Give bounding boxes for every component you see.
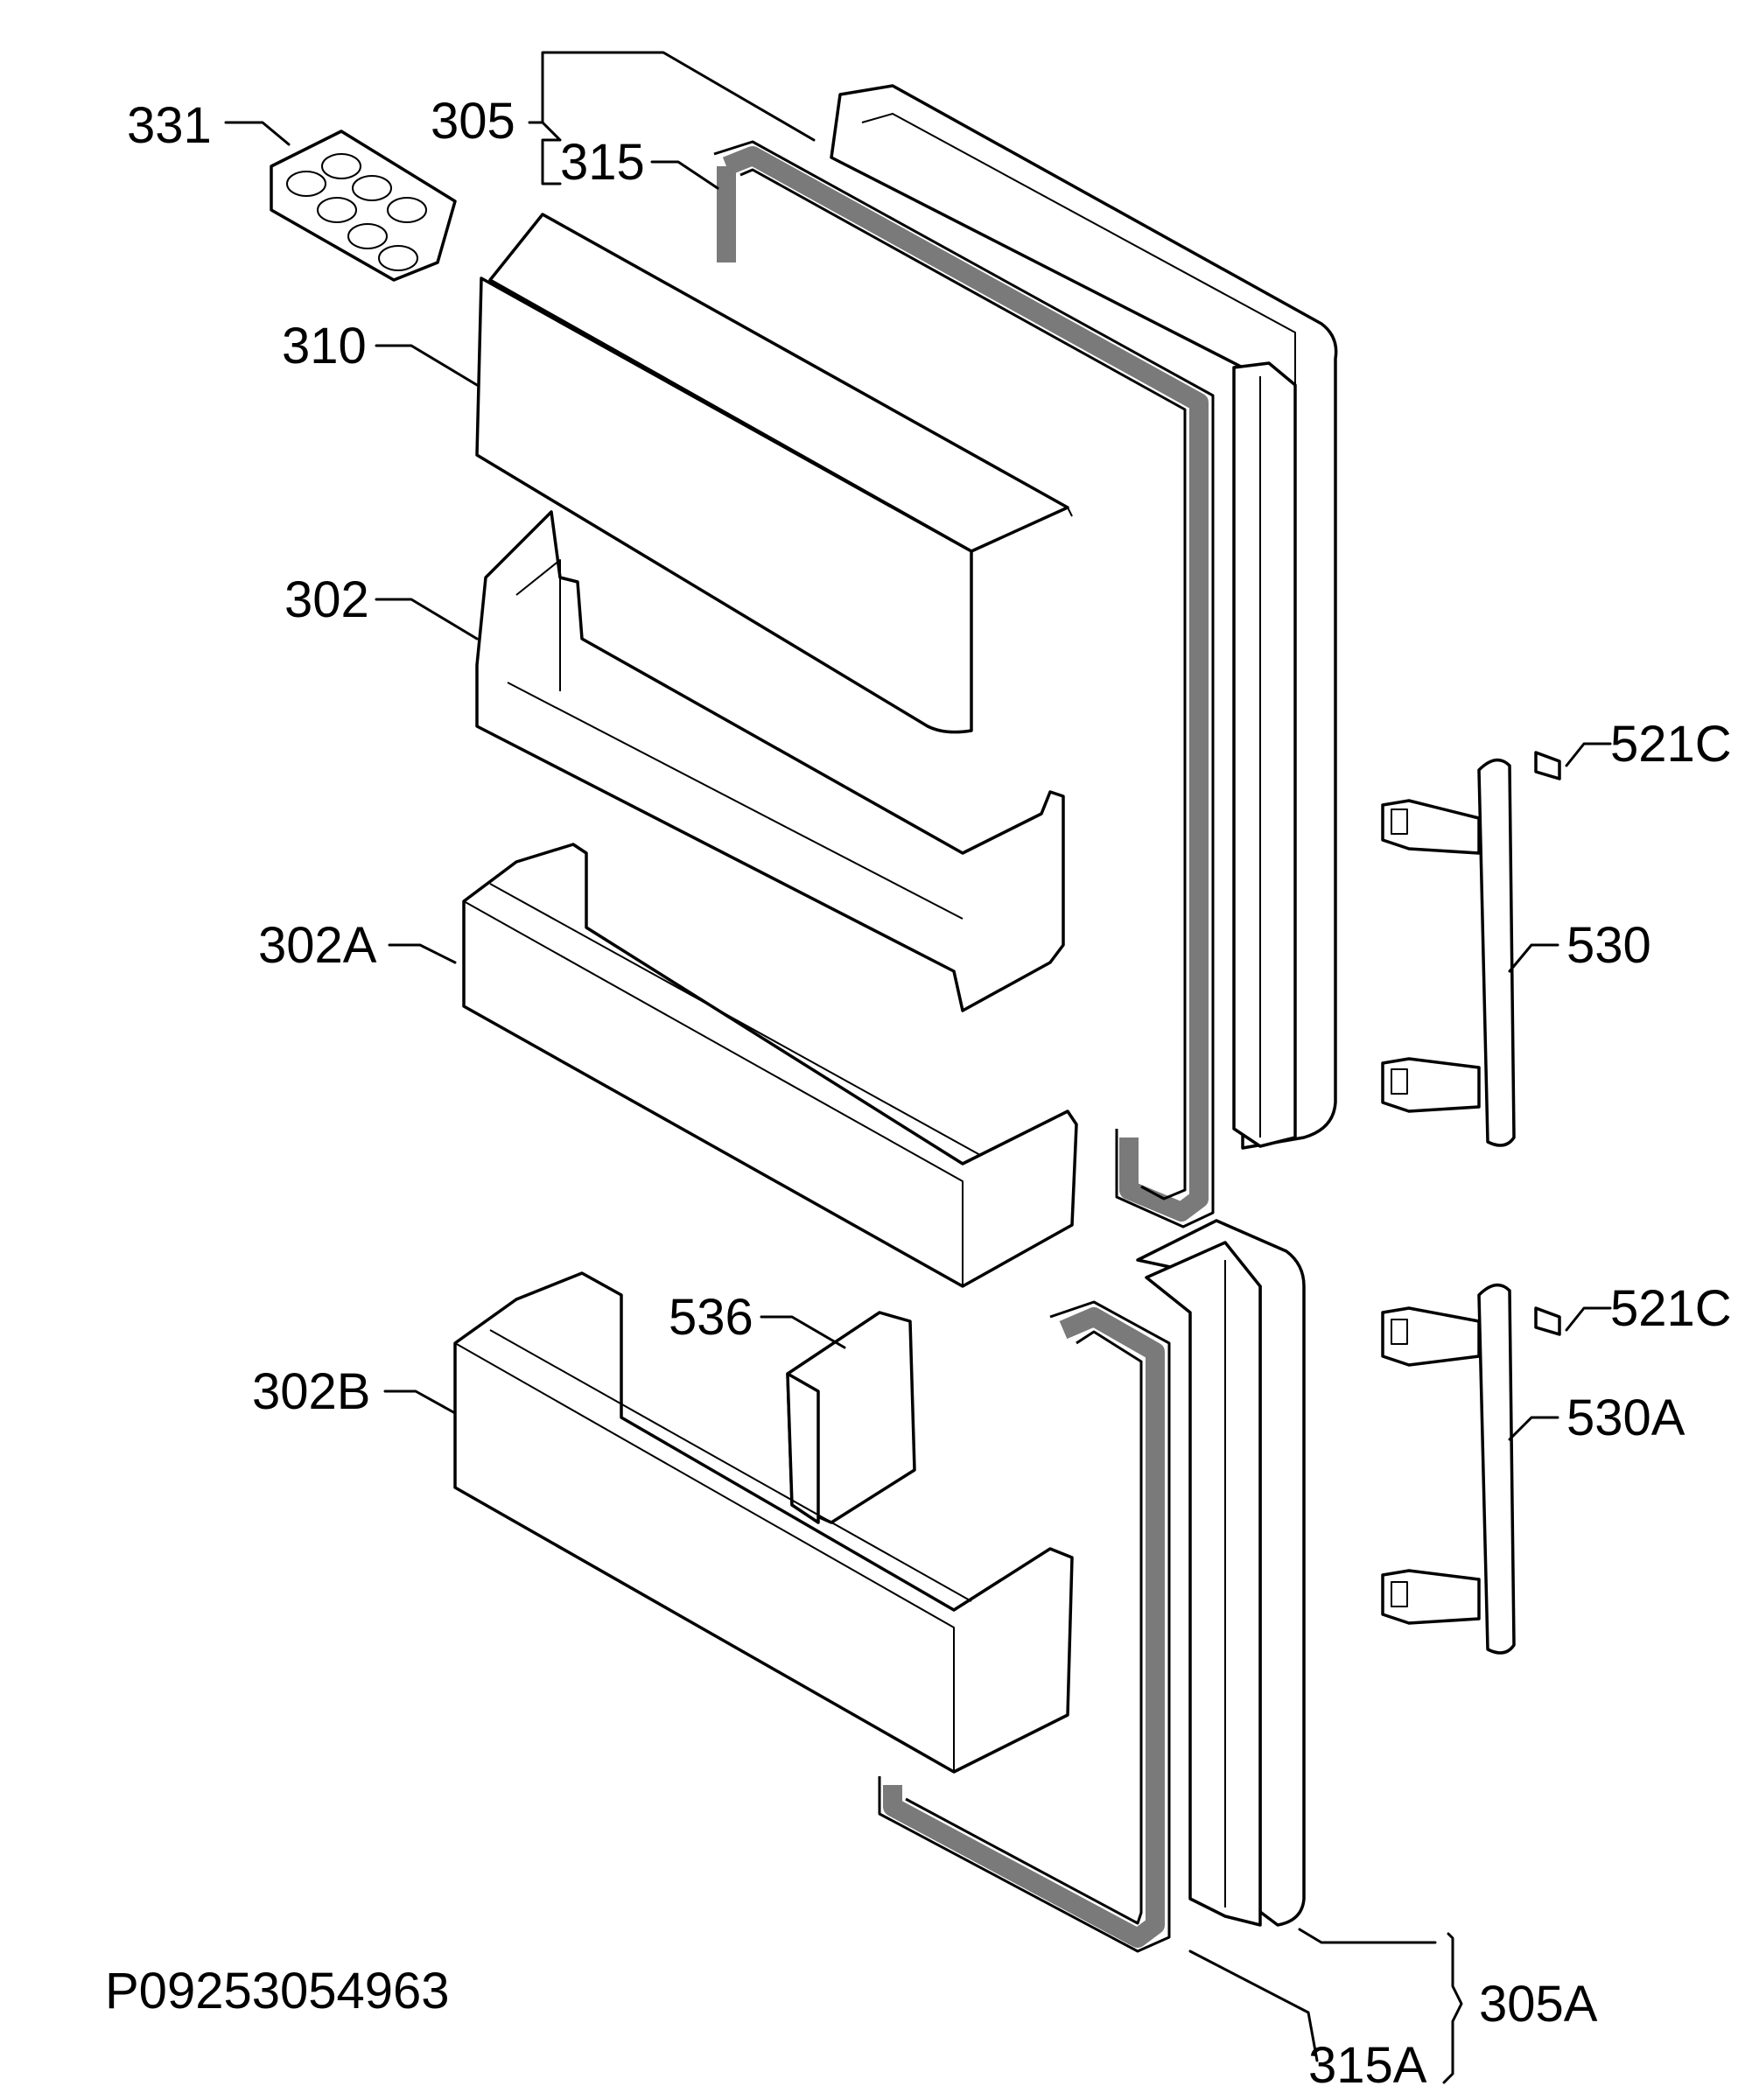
lower-door-panel	[1136, 1219, 1306, 1927]
dairy-flap	[475, 213, 1073, 734]
egg-tray	[270, 130, 457, 282]
door-shelf-302a	[462, 843, 1078, 1288]
upper-handle	[1381, 751, 1561, 1147]
door-shelf-302	[475, 510, 1065, 1012]
label-530a: 530A	[1566, 1390, 1685, 1446]
label-302a: 302A	[258, 917, 377, 974]
label-302: 302	[284, 571, 369, 628]
lower-handle	[1381, 1283, 1561, 1655]
drawing-code: P09253054963	[105, 1963, 450, 2020]
label-305a: 305A	[1479, 1976, 1598, 2033]
upper-door-gasket	[713, 140, 1215, 1228]
door-shelf-302b	[453, 1271, 1074, 1774]
upper-door-panel	[830, 84, 1338, 1150]
label-302b: 302B	[252, 1363, 370, 1420]
label-315: 315	[560, 134, 645, 191]
part-labels: 331 305 315 310 302 302A 536 302B 521C 5…	[105, 93, 1732, 2094]
label-315a: 315A	[1308, 2037, 1427, 2094]
label-310: 310	[282, 318, 367, 374]
divider-536	[786, 1311, 916, 1524]
label-536: 536	[669, 1289, 753, 1346]
label-521c-top: 521C	[1610, 716, 1732, 773]
lower-door-gasket	[878, 1300, 1171, 1953]
label-530: 530	[1566, 917, 1651, 974]
leader-lines	[224, 51, 1612, 2084]
label-521c-bottom: 521C	[1610, 1280, 1732, 1337]
label-305: 305	[431, 93, 515, 150]
label-331: 331	[127, 97, 212, 154]
